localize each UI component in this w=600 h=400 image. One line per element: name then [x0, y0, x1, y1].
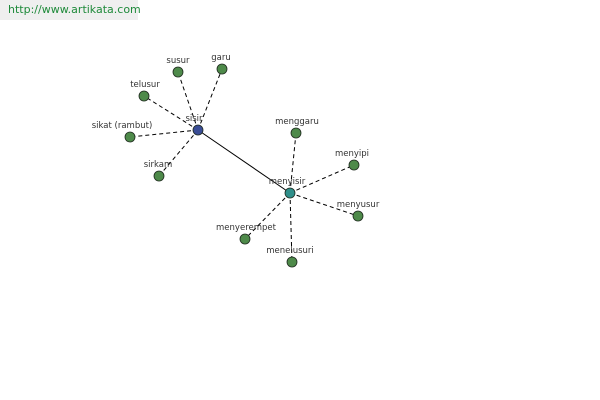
edge-sisir-menyisir — [197, 129, 291, 194]
node-label-menyisir: menyisir — [269, 177, 306, 187]
node-telusur[interactable] — [138, 90, 150, 102]
node-menyerempet[interactable] — [239, 233, 251, 245]
node-label-menyerempet: menyerempet — [216, 223, 277, 233]
labels-layer: sisir menyisir susur garu telusur sikat (ramb… — [92, 53, 380, 256]
node-menggaru[interactable] — [290, 127, 302, 139]
node-menyusur[interactable] — [352, 210, 364, 222]
edge-sisir-sirkam — [158, 129, 199, 177]
edge-menyisir-menyusur — [289, 192, 359, 217]
node-label-menelusuri: menelusuri — [266, 246, 314, 256]
edge-sisir-sikat — [129, 129, 199, 138]
node-label-susur: susur — [166, 56, 190, 66]
edge-menyisir-menggaru — [289, 132, 297, 194]
node-label-sikat: sikat (rambut) — [92, 121, 153, 131]
node-garu[interactable] — [216, 63, 228, 75]
edge-menyisir-menyerempet — [244, 192, 291, 240]
source-url-link[interactable]: http://www.artikata.com — [0, 0, 141, 20]
node-menelusuri[interactable] — [286, 256, 298, 268]
node-sikat[interactable] — [124, 131, 136, 143]
node-label-telusur: telusur — [130, 80, 160, 90]
node-label-menyusur: menyusur — [337, 200, 380, 210]
edge-menyisir-menelusuri — [289, 192, 293, 263]
node-label-garu: garu — [211, 53, 231, 63]
node-label-sirkam: sirkam — [144, 160, 173, 170]
node-menyisir[interactable] — [284, 187, 296, 199]
edge-sisir-garu — [197, 68, 223, 131]
node-menyipi[interactable] — [348, 159, 360, 171]
node-label-menggaru: menggaru — [275, 117, 319, 127]
node-label-menyipi: menyipi — [335, 149, 369, 159]
edge-sisir-telusur — [143, 95, 199, 131]
node-label-sisir: sisir — [185, 114, 203, 124]
edges-layer — [129, 68, 359, 263]
nodes-layer — [124, 63, 364, 268]
node-sirkam[interactable] — [153, 170, 165, 182]
edge-sisir-susur — [177, 71, 199, 131]
node-sisir[interactable] — [192, 124, 204, 136]
edge-menyisir-menyipi — [289, 164, 355, 194]
node-susur[interactable] — [172, 66, 184, 78]
